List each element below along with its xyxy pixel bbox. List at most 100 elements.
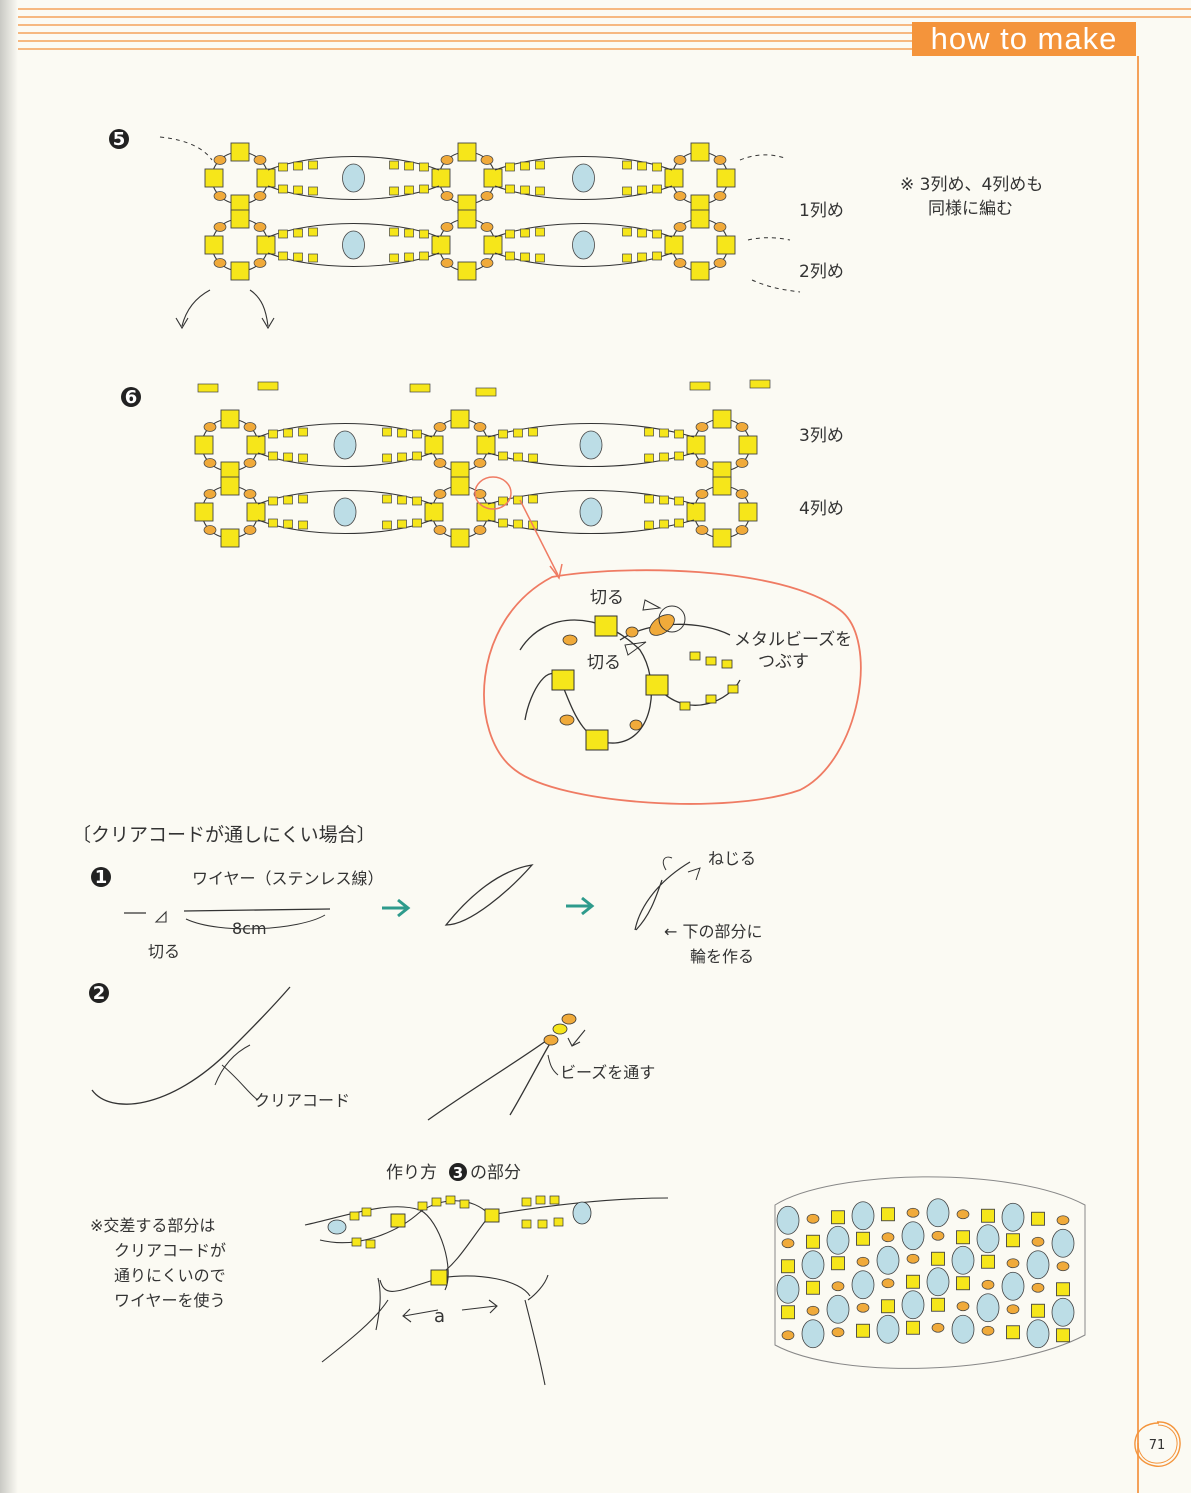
seed-bead xyxy=(644,520,654,530)
square-bead xyxy=(230,261,250,281)
square-bead xyxy=(738,502,758,522)
round-bead xyxy=(243,422,257,432)
round-bead xyxy=(253,155,267,165)
seed-bead xyxy=(535,160,545,170)
seed-bead xyxy=(268,451,278,461)
blue-bead xyxy=(1001,1202,1025,1232)
top-bead xyxy=(409,383,431,393)
seed-bead xyxy=(498,496,508,506)
square-bead xyxy=(194,502,214,522)
round-bead xyxy=(213,155,227,165)
round-bead xyxy=(433,422,447,432)
round-bead xyxy=(213,258,227,268)
cord-continuation xyxy=(751,279,801,293)
round-bead xyxy=(713,191,727,201)
step3-badge: 3 xyxy=(449,1163,467,1182)
square-bead xyxy=(881,1299,895,1314)
round-bead xyxy=(831,1327,845,1338)
seed-bead xyxy=(652,162,662,172)
seed-bead xyxy=(298,494,308,504)
page-rule xyxy=(1137,56,1139,1493)
seed-bead xyxy=(505,184,515,194)
step5-badge: 5 xyxy=(109,129,129,150)
round-bead xyxy=(433,458,447,468)
round-bead xyxy=(735,489,749,499)
cord xyxy=(487,452,695,467)
square-bead xyxy=(483,168,503,188)
cord xyxy=(175,317,189,330)
seed-bead xyxy=(520,185,530,195)
seed-bead xyxy=(389,186,399,196)
square-bead xyxy=(712,476,732,496)
seed-bead xyxy=(520,161,530,171)
square-bead xyxy=(476,435,496,455)
square-bead xyxy=(690,261,710,281)
clear-cord-drawing xyxy=(91,986,586,1121)
step6-badge: 6 xyxy=(121,387,141,408)
callout-metal-bead-1: メタルビーズを xyxy=(734,630,852,650)
cord xyxy=(261,317,275,330)
round-bead xyxy=(243,525,257,535)
square-bead xyxy=(457,261,477,281)
square-bead xyxy=(483,235,503,255)
callout-beads xyxy=(551,614,739,751)
blue-bead xyxy=(1026,1250,1050,1280)
round-bead xyxy=(480,191,494,201)
top-bead xyxy=(257,381,279,391)
seed-bead xyxy=(419,162,429,172)
seed-bead xyxy=(652,229,662,239)
square-bead xyxy=(906,1274,920,1289)
round-bead xyxy=(831,1281,845,1292)
seed-bead xyxy=(637,252,647,262)
round-bead xyxy=(881,1278,895,1289)
square-bead xyxy=(831,1210,845,1225)
square-bead xyxy=(690,209,710,229)
square-bead xyxy=(664,235,684,255)
square-bead xyxy=(686,435,706,455)
twist-label: ねじる xyxy=(708,849,756,868)
seed-bead xyxy=(397,452,407,462)
seed-bead xyxy=(278,251,288,261)
round-bead xyxy=(440,258,454,268)
seed-bead xyxy=(513,452,523,462)
blue-bead xyxy=(876,1245,900,1275)
svg-text:2: 2 xyxy=(93,983,106,1004)
round-bead xyxy=(1031,1236,1045,1247)
seed-bead xyxy=(622,227,632,237)
seed-bead xyxy=(513,495,523,505)
square-bead xyxy=(246,502,266,522)
top-bead xyxy=(197,383,219,393)
seed-bead xyxy=(382,520,392,530)
round-bead xyxy=(1056,1215,1070,1226)
step3-note-3: 通りにくいので xyxy=(114,1266,226,1285)
square-bead xyxy=(738,435,758,455)
square-bead xyxy=(806,1234,820,1249)
square-bead xyxy=(981,1208,995,1223)
square-bead xyxy=(931,1297,945,1312)
cord-continuation xyxy=(159,136,213,161)
seed-bead xyxy=(382,494,392,504)
round-bead xyxy=(956,1209,970,1220)
top-bead xyxy=(689,381,711,391)
round-bead xyxy=(1006,1258,1020,1269)
round-bead xyxy=(1031,1282,1045,1293)
round-bead xyxy=(473,489,487,499)
blue-bead xyxy=(926,1267,950,1297)
square-bead xyxy=(424,435,444,455)
round-bead xyxy=(440,191,454,201)
round-bead xyxy=(433,489,447,499)
square-bead xyxy=(712,409,732,429)
seed-bead xyxy=(397,495,407,505)
round-bead xyxy=(673,191,687,201)
square-bead xyxy=(712,528,732,548)
step5-note-line2: 同様に編む xyxy=(928,199,1013,219)
seed-bead xyxy=(520,252,530,262)
seed-bead xyxy=(278,184,288,194)
square-bead xyxy=(230,209,250,229)
step3-title-pre: 作り方 xyxy=(386,1163,437,1183)
square-bead xyxy=(457,209,477,229)
finished-bracelet-illustration xyxy=(774,1176,1086,1369)
square-bead xyxy=(220,409,240,429)
square-bead xyxy=(831,1256,845,1271)
